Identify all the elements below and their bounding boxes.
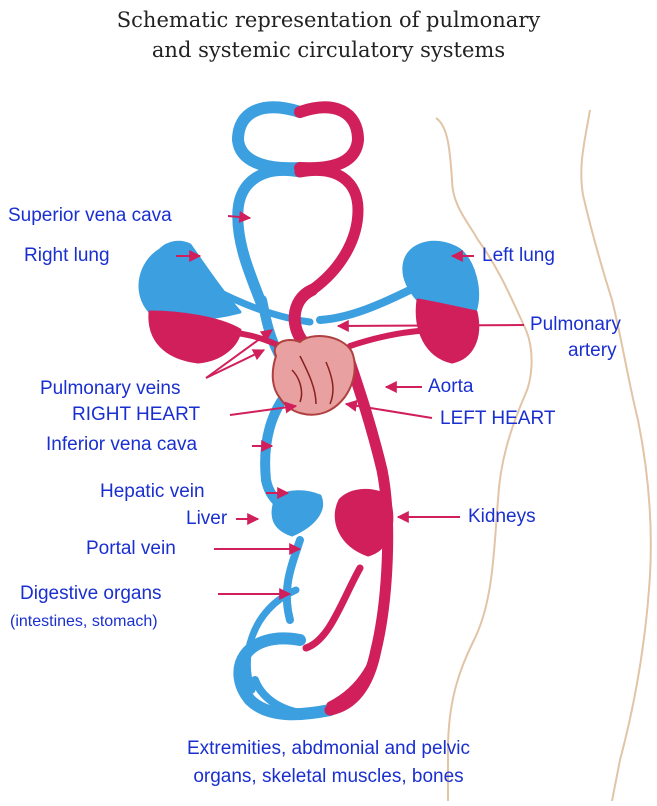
- pointer-pulmonary-artery: [338, 325, 524, 326]
- pointer-right-heart: [230, 406, 296, 415]
- title-line-2: and systemic circulatory systems: [0, 38, 657, 62]
- label-pulmonary-artery-line-1: Pulmonary: [530, 314, 621, 336]
- body-silhouette: [436, 110, 651, 801]
- label-right-lung: Right lung: [24, 245, 110, 267]
- title-line-1: Schematic representation of pulmonary: [0, 8, 657, 32]
- pointer-left-heart: [346, 404, 432, 418]
- label-inferior-vena-cava: Inferior vena cava: [46, 434, 197, 456]
- heart: [273, 336, 355, 415]
- label-digestive-organs: Digestive organs: [20, 583, 162, 605]
- footer-line-1: Extremities, abdmonial and pelvic: [0, 738, 657, 760]
- label-left-lung: Left lung: [482, 245, 555, 267]
- label-hepatic-vein: Hepatic vein: [100, 481, 205, 503]
- label-portal-vein: Portal vein: [86, 538, 176, 560]
- footer-line-2: organs, skeletal muscles, bones: [0, 766, 657, 788]
- label-left-heart: LEFT HEART: [440, 408, 555, 430]
- label-aorta: Aorta: [428, 376, 473, 398]
- label-right-heart: RIGHT HEART: [72, 404, 200, 426]
- label-pulmonary-artery-line-2: artery: [568, 340, 617, 362]
- label-digestive-organs-detail: (intestines, stomach): [10, 611, 158, 633]
- label-pulmonary-veins: Pulmonary veins: [40, 378, 180, 400]
- label-superior-vena-cava: Superior vena cava: [8, 205, 172, 227]
- label-kidneys: Kidneys: [468, 506, 536, 528]
- label-liver: Liver: [186, 508, 227, 530]
- pointer-superior-vena-cava: [228, 216, 250, 218]
